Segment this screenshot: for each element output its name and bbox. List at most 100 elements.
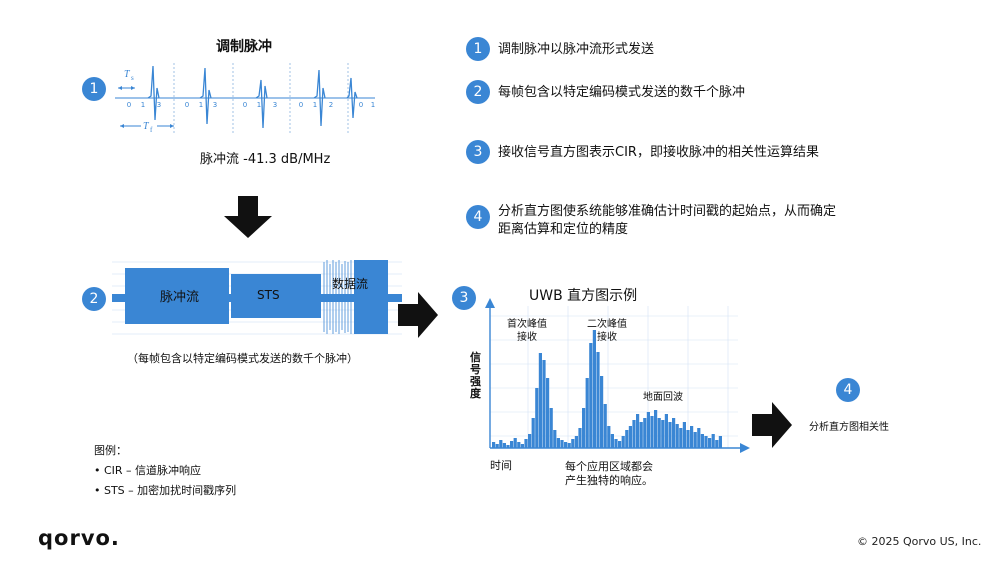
histogram-bar (513, 438, 517, 448)
step-4-badge: 4 (836, 378, 860, 402)
pulse-code-digit: 1 (199, 101, 203, 109)
peak2-label: 二次峰值接收 (587, 319, 627, 343)
step-1-badge: 1 (82, 77, 106, 101)
histogram-bar (711, 434, 715, 448)
histogram-bar (690, 426, 694, 448)
pulse-code-digit: 3 (213, 101, 217, 109)
histogram-bar (607, 426, 611, 448)
step-3-badge: 3 (452, 286, 476, 310)
histogram-bar (571, 439, 575, 448)
histogram-bar (553, 430, 557, 448)
y-axis-arrowhead (485, 298, 495, 308)
pulse-code-digit: 3 (157, 101, 161, 109)
pulse-waveforms (147, 65, 358, 129)
histogram-bar (708, 438, 712, 448)
histogram-bar (564, 442, 568, 448)
tf-subscript: f (150, 126, 153, 134)
legend-item-sts: • STS – 加密加扰时间戳序列 (94, 484, 237, 497)
histogram-bar (495, 444, 499, 448)
histogram-bar (549, 408, 553, 448)
histogram-bar (664, 414, 668, 448)
step-1-list-badge: 1 (466, 37, 490, 61)
peak1-label: 首次峰值接收 (507, 319, 547, 343)
histogram-bar (646, 412, 650, 448)
pulse-code-digit: 0 (299, 101, 303, 109)
histogram-ylabel: 信号强度 (470, 351, 481, 400)
histogram-bar (502, 443, 506, 448)
copyright-text: © 2025 Qorvo US, Inc. (857, 535, 982, 548)
histogram-bar (535, 388, 539, 448)
sts-block (231, 274, 321, 318)
histogram-bar (556, 438, 560, 448)
legend-title: 图例： (94, 444, 127, 457)
frame-caption: （每帧包含以特定编码模式发送的数千个脉冲） (127, 352, 358, 365)
histogram-bar (578, 428, 582, 448)
legend-item-cir: • CIR – 信道脉冲响应 (94, 464, 202, 477)
histogram-bar (632, 420, 636, 448)
histogram-bar (542, 360, 546, 448)
histogram-bar (639, 422, 643, 448)
histogram-bars (492, 330, 722, 448)
down-arrow-icon (224, 196, 272, 238)
ts-label: T (124, 69, 131, 80)
right-arrow-icon-2 (752, 402, 792, 448)
histogram-bar (582, 408, 586, 448)
histogram-bar (650, 416, 654, 448)
histogram-bar (679, 428, 683, 448)
pulse-code-digit: 0 (185, 101, 189, 109)
histogram-bar (668, 422, 672, 448)
pulse-code-digit: 0 (359, 101, 363, 109)
histogram-bar (625, 430, 629, 448)
histogram-bar (715, 440, 719, 448)
data-stream-lines (323, 260, 352, 334)
step-2-text: 每帧包含以特定编码模式发送的数千个脉冲 (498, 85, 746, 100)
pulse-code-digit: 0 (127, 101, 131, 109)
histogram-bar (528, 434, 532, 448)
histogram-bar (628, 426, 632, 448)
pulse-panel-title: 调制脉冲 (216, 39, 272, 55)
histogram-bar (672, 418, 676, 448)
histogram-bar (693, 432, 697, 448)
step-3-text: 接收信号直方图表示CIR，即接收脉冲的相关性运算结果 (498, 145, 819, 160)
histogram-bar (492, 442, 496, 448)
step-2-badge: 2 (82, 287, 106, 311)
histogram-title: UWB 直方图示例 (529, 288, 638, 304)
pulse-code-digit: 3 (273, 101, 277, 109)
pulse-code-digit: 1 (257, 101, 261, 109)
histogram-bar (614, 439, 618, 448)
pulse-code-digit: 0 (243, 101, 247, 109)
histogram-note: 每个应用区域都会产生独特的响应。 (565, 460, 653, 487)
histogram-bar (574, 436, 578, 448)
histogram-bar (704, 436, 708, 448)
histogram-bar (675, 424, 679, 448)
pulse-stream-block (125, 268, 229, 324)
histogram-bar (636, 414, 640, 448)
x-axis-arrowhead (740, 443, 750, 453)
pulse-panel-caption: 脉冲流 -41.3 dB/MHz (200, 152, 331, 167)
histogram-bar (697, 428, 701, 448)
histogram-bar (510, 441, 514, 448)
tf-label: T (143, 121, 150, 132)
histogram-bar (603, 404, 607, 448)
histogram-bar (596, 352, 600, 448)
right-arrow-icon (398, 292, 438, 338)
histogram-bar (585, 378, 589, 448)
step-3-list-badge: 3 (466, 140, 490, 164)
data-stream-block (354, 260, 388, 334)
step-1-text: 调制脉冲以脉冲流形式发送 (498, 42, 655, 57)
histogram-bar (506, 445, 510, 448)
histogram-bar (682, 422, 686, 448)
histogram-bar (589, 343, 593, 448)
histogram-bar (499, 440, 503, 448)
histogram-bar (546, 378, 550, 448)
histogram-bar (618, 441, 622, 448)
histogram-bar (643, 418, 647, 448)
histogram-bar (531, 418, 535, 448)
histogram-bar (657, 418, 661, 448)
step-4-list-badge: 4 (466, 205, 490, 229)
pulse-code-digit: 1 (371, 101, 375, 109)
histogram-bar (567, 443, 571, 448)
histogram-bar (661, 420, 665, 448)
